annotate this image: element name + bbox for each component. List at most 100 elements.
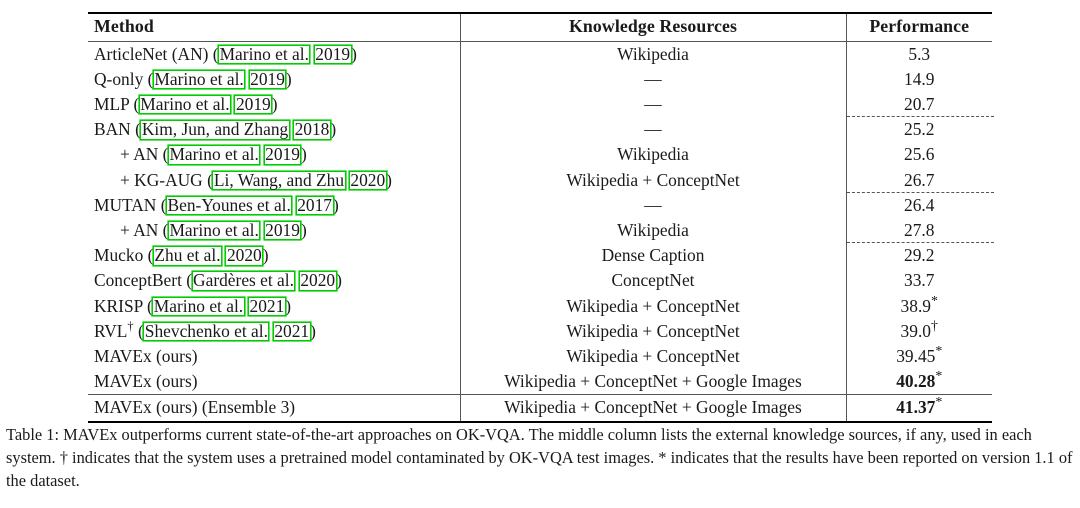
- citation-year-highlight[interactable]: 2020: [350, 169, 386, 190]
- citation-authors-highlight[interactable]: Marino et al.: [169, 220, 259, 240]
- citation-year-highlight[interactable]: 2021: [249, 295, 285, 316]
- performance-value: 14.9: [904, 68, 935, 89]
- table-row: BAN (Kim, Jun, and Zhang 2018)—25.2: [88, 116, 995, 143]
- method-name: KRISP (: [94, 295, 153, 316]
- performance-value: 39.45: [896, 345, 936, 366]
- citation-year-highlight[interactable]: 2019: [235, 94, 271, 115]
- cell-performance: 29.2: [845, 242, 995, 269]
- method-name: + KG-AUG (: [120, 169, 213, 190]
- performance-marker: *: [935, 369, 943, 385]
- cell-knowledge-resources: Dense Caption: [459, 243, 846, 269]
- method-name: MAVEx (ours): [94, 371, 198, 392]
- citation-year-highlight[interactable]: 2019: [315, 43, 351, 64]
- cell-method: ArticleNet (AN) (Marino et al. 2019): [88, 41, 460, 67]
- citation-year-highlight[interactable]: 2019: [265, 220, 300, 240]
- table-row: Q-only (Marino et al. 2019)—14.9: [88, 66, 992, 93]
- cell-knowledge-resources: —: [459, 117, 846, 143]
- cell-method: + AN (Marino et al. 2019): [88, 143, 460, 168]
- citation-year-highlight[interactable]: 2019: [250, 68, 285, 89]
- citation-authors-highlight[interactable]: Gardères et al.: [193, 270, 294, 291]
- cell-performance: 38.9*: [845, 293, 992, 319]
- cell-performance: 27.8: [845, 218, 992, 244]
- citation-authors-highlight[interactable]: Marino et al.: [219, 43, 309, 64]
- cell-performance: 5.3: [845, 41, 992, 67]
- column-header-knowledge-resources: Knowledge Resources: [459, 13, 846, 42]
- table-row: MAVEx (ours) Wikipedia + ConceptNet + Goo…: [88, 369, 992, 395]
- performance-value: 26.4: [904, 194, 935, 215]
- cell-performance: 25.2: [845, 116, 995, 143]
- table-row: KRISP (Marino et al. 2021) Wikipedia + Co…: [88, 293, 992, 319]
- table-row: ConceptBert (Gardères et al. 2020)Concep…: [88, 268, 992, 294]
- citation-year-highlight[interactable]: 2018: [294, 119, 330, 140]
- method-suffix: ): [285, 68, 292, 89]
- cell-knowledge-resources: Wikipedia + ConceptNet: [459, 293, 846, 319]
- citation-year-highlight[interactable]: 2021: [274, 320, 310, 341]
- cell-method: + AN (Marino et al. 2019): [88, 218, 460, 243]
- method-name: MAVEx (ours): [94, 345, 198, 366]
- cell-knowledge-resources: Wikipedia + ConceptNet: [459, 167, 846, 193]
- table-row-final: MAVEx (ours) (Ensemble 3) Wikipedia + Con…: [88, 394, 992, 422]
- citation-authors-highlight[interactable]: Marino et al.: [140, 94, 230, 115]
- cell-performance: 33.7: [845, 268, 992, 294]
- cell-performance: 41.37*: [845, 394, 992, 422]
- method-name: Q-only (: [94, 68, 154, 89]
- performance-value: 29.2: [904, 245, 935, 266]
- performance-value: 41.37: [896, 397, 936, 418]
- cell-knowledge-resources: Wikipedia: [459, 218, 846, 244]
- cell-method: MUTAN (Ben-Younes et al. 2017): [88, 193, 460, 218]
- table-row: MLP (Marino et al. 2019)—20.7: [88, 92, 992, 118]
- table-body: ArticleNet (AN) (Marino et al. 2019)Wiki…: [88, 41, 995, 422]
- method-name: BAN (: [94, 119, 141, 140]
- performance-value: 39.0: [900, 320, 931, 341]
- table-row: + KG-AUG (Li, Wang, and Zhu 2020)Wikiped…: [88, 167, 992, 193]
- citation-authors-highlight[interactable]: Marino et al.: [153, 295, 244, 316]
- citation-authors-highlight[interactable]: Ben-Younes et al.: [167, 194, 291, 215]
- citation-year-highlight[interactable]: 2020: [300, 270, 336, 291]
- citation-authors-highlight[interactable]: Li, Wang, and Zhu: [213, 169, 345, 190]
- method-suffix: ): [262, 245, 269, 266]
- cell-method: MLP (Marino et al. 2019): [88, 92, 460, 117]
- table-header-row: Method Knowledge Resources Performance: [88, 13, 992, 42]
- cell-knowledge-resources: Wikipedia + ConceptNet + Google Images: [459, 369, 846, 395]
- performance-value: 25.6: [904, 144, 935, 165]
- performance-value: 25.2: [904, 119, 935, 140]
- citation-year-highlight[interactable]: 2017: [297, 194, 332, 215]
- method-suffix: ): [300, 144, 307, 165]
- table-row: ArticleNet (AN) (Marino et al. 2019)Wiki…: [88, 41, 992, 67]
- cell-method: RVL† (Shevchenko et al. 2021): [88, 319, 460, 344]
- cell-performance: 26.4: [845, 191, 995, 219]
- performance-value: 26.7: [904, 169, 935, 190]
- performance-marker: *: [935, 395, 943, 411]
- citation-authors-highlight[interactable]: Zhu et al.: [154, 245, 221, 266]
- column-header-method: Method: [94, 16, 154, 36]
- cell-performance: 39.45*: [845, 344, 992, 370]
- citation-authors-highlight[interactable]: Marino et al.: [169, 144, 259, 165]
- cell-knowledge-resources: Wikipedia + ConceptNet + Google Images: [459, 394, 846, 422]
- cell-method: MAVEx (ours) (Ensemble 3): [88, 395, 460, 422]
- citation-authors-highlight[interactable]: Marino et al.: [154, 68, 244, 89]
- cell-knowledge-resources: Wikipedia: [459, 41, 846, 67]
- cell-performance: 25.6: [845, 142, 992, 168]
- results-table: Method Knowledge Resources Performance A…: [88, 12, 995, 423]
- citation-year-highlight[interactable]: 2019: [265, 144, 300, 165]
- method-suffix: ): [285, 295, 292, 316]
- method-suffix: ): [336, 270, 342, 291]
- cell-method: + KG-AUG (Li, Wang, and Zhu 2020): [88, 168, 460, 193]
- performance-value: 5.3: [908, 43, 931, 64]
- citation-authors-highlight[interactable]: Kim, Jun, and Zhang: [141, 119, 289, 140]
- method-name: + AN (: [120, 144, 169, 165]
- performance-marker: †: [930, 318, 938, 334]
- method-suffix: ): [333, 194, 339, 215]
- column-header-performance: Performance: [845, 13, 992, 42]
- method-suffix: ): [351, 43, 357, 64]
- method-name: MAVEx (ours) (Ensemble 3): [94, 397, 296, 418]
- method-suffix: ): [310, 320, 316, 341]
- cell-knowledge-resources: ConceptNet: [459, 268, 846, 294]
- cell-knowledge-resources: —: [459, 92, 846, 118]
- citation-year-highlight[interactable]: 2020: [226, 245, 262, 266]
- citation-authors-highlight[interactable]: Shevchenko et al.: [144, 320, 268, 341]
- cell-knowledge-resources: Wikipedia + ConceptNet: [459, 344, 846, 370]
